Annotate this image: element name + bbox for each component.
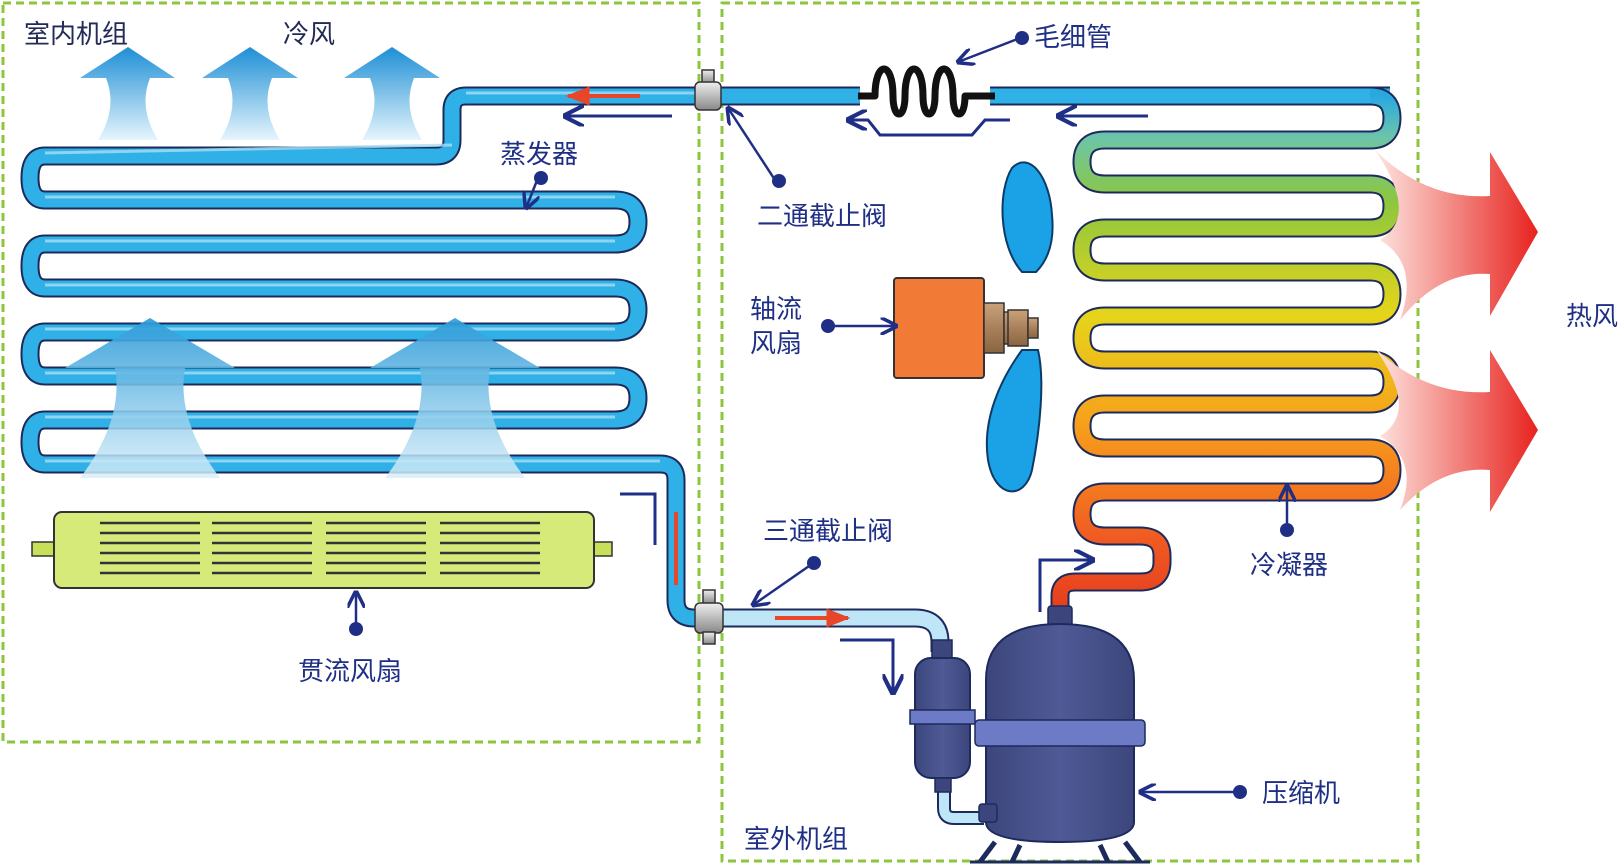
cold-air-arrow-1 [80,47,175,140]
indoor-unit-border [1,1,701,744]
cold-air-arrows-top [80,47,440,140]
cross-flow-fan-label: 贯流风扇 [298,657,402,687]
capillary-tube-label: 毛细管 [1034,23,1112,53]
condenser-label: 冷凝器 [1250,551,1328,581]
axial-fan [893,161,1054,493]
capillary-tube-coil [858,65,995,118]
three-way-valve [694,589,724,645]
condenser-coil [1050,86,1402,618]
outdoor-unit-label: 室外机组 [744,825,848,855]
evaporator-label: 蒸发器 [500,140,578,170]
flow-arrows-navy [565,116,1148,693]
cold-air-arrow-3 [344,47,440,140]
cold-air-arrow-2 [202,47,298,140]
evaporator-air-arrow-1 [65,318,235,478]
accumulator [909,639,976,793]
fan-motor [893,277,985,379]
cold-air-label: 冷风 [283,20,335,50]
axial-fan-blade-bottom [985,349,1043,493]
two-way-valve [694,69,722,111]
hot-air-label: 热风 [1566,302,1618,332]
flow-arrows-red [565,86,851,628]
compressor [970,605,1150,864]
axial-fan-label-line1: 轴流 [750,295,802,325]
cold-air-arrows-evaporator [65,318,540,478]
hot-air-arrows [1375,150,1538,512]
indoor-unit-label: 室内机组 [24,20,128,50]
hot-air-arrow-2 [1375,348,1538,512]
two-way-valve-label: 二通截止阀 [757,202,887,232]
label-leader-dots [349,31,1294,799]
evaporator-air-arrow-2 [370,318,540,478]
three-way-valve-label: 三通截止阀 [763,517,893,547]
axial-fan-blade-top [1001,161,1054,273]
hot-air-arrow-1 [1375,150,1538,320]
axial-fan-label-line2: 风扇 [750,329,802,359]
evaporator-coil [20,86,724,628]
cross-flow-fan [31,511,613,589]
compressor-label: 压缩机 [1262,779,1340,809]
